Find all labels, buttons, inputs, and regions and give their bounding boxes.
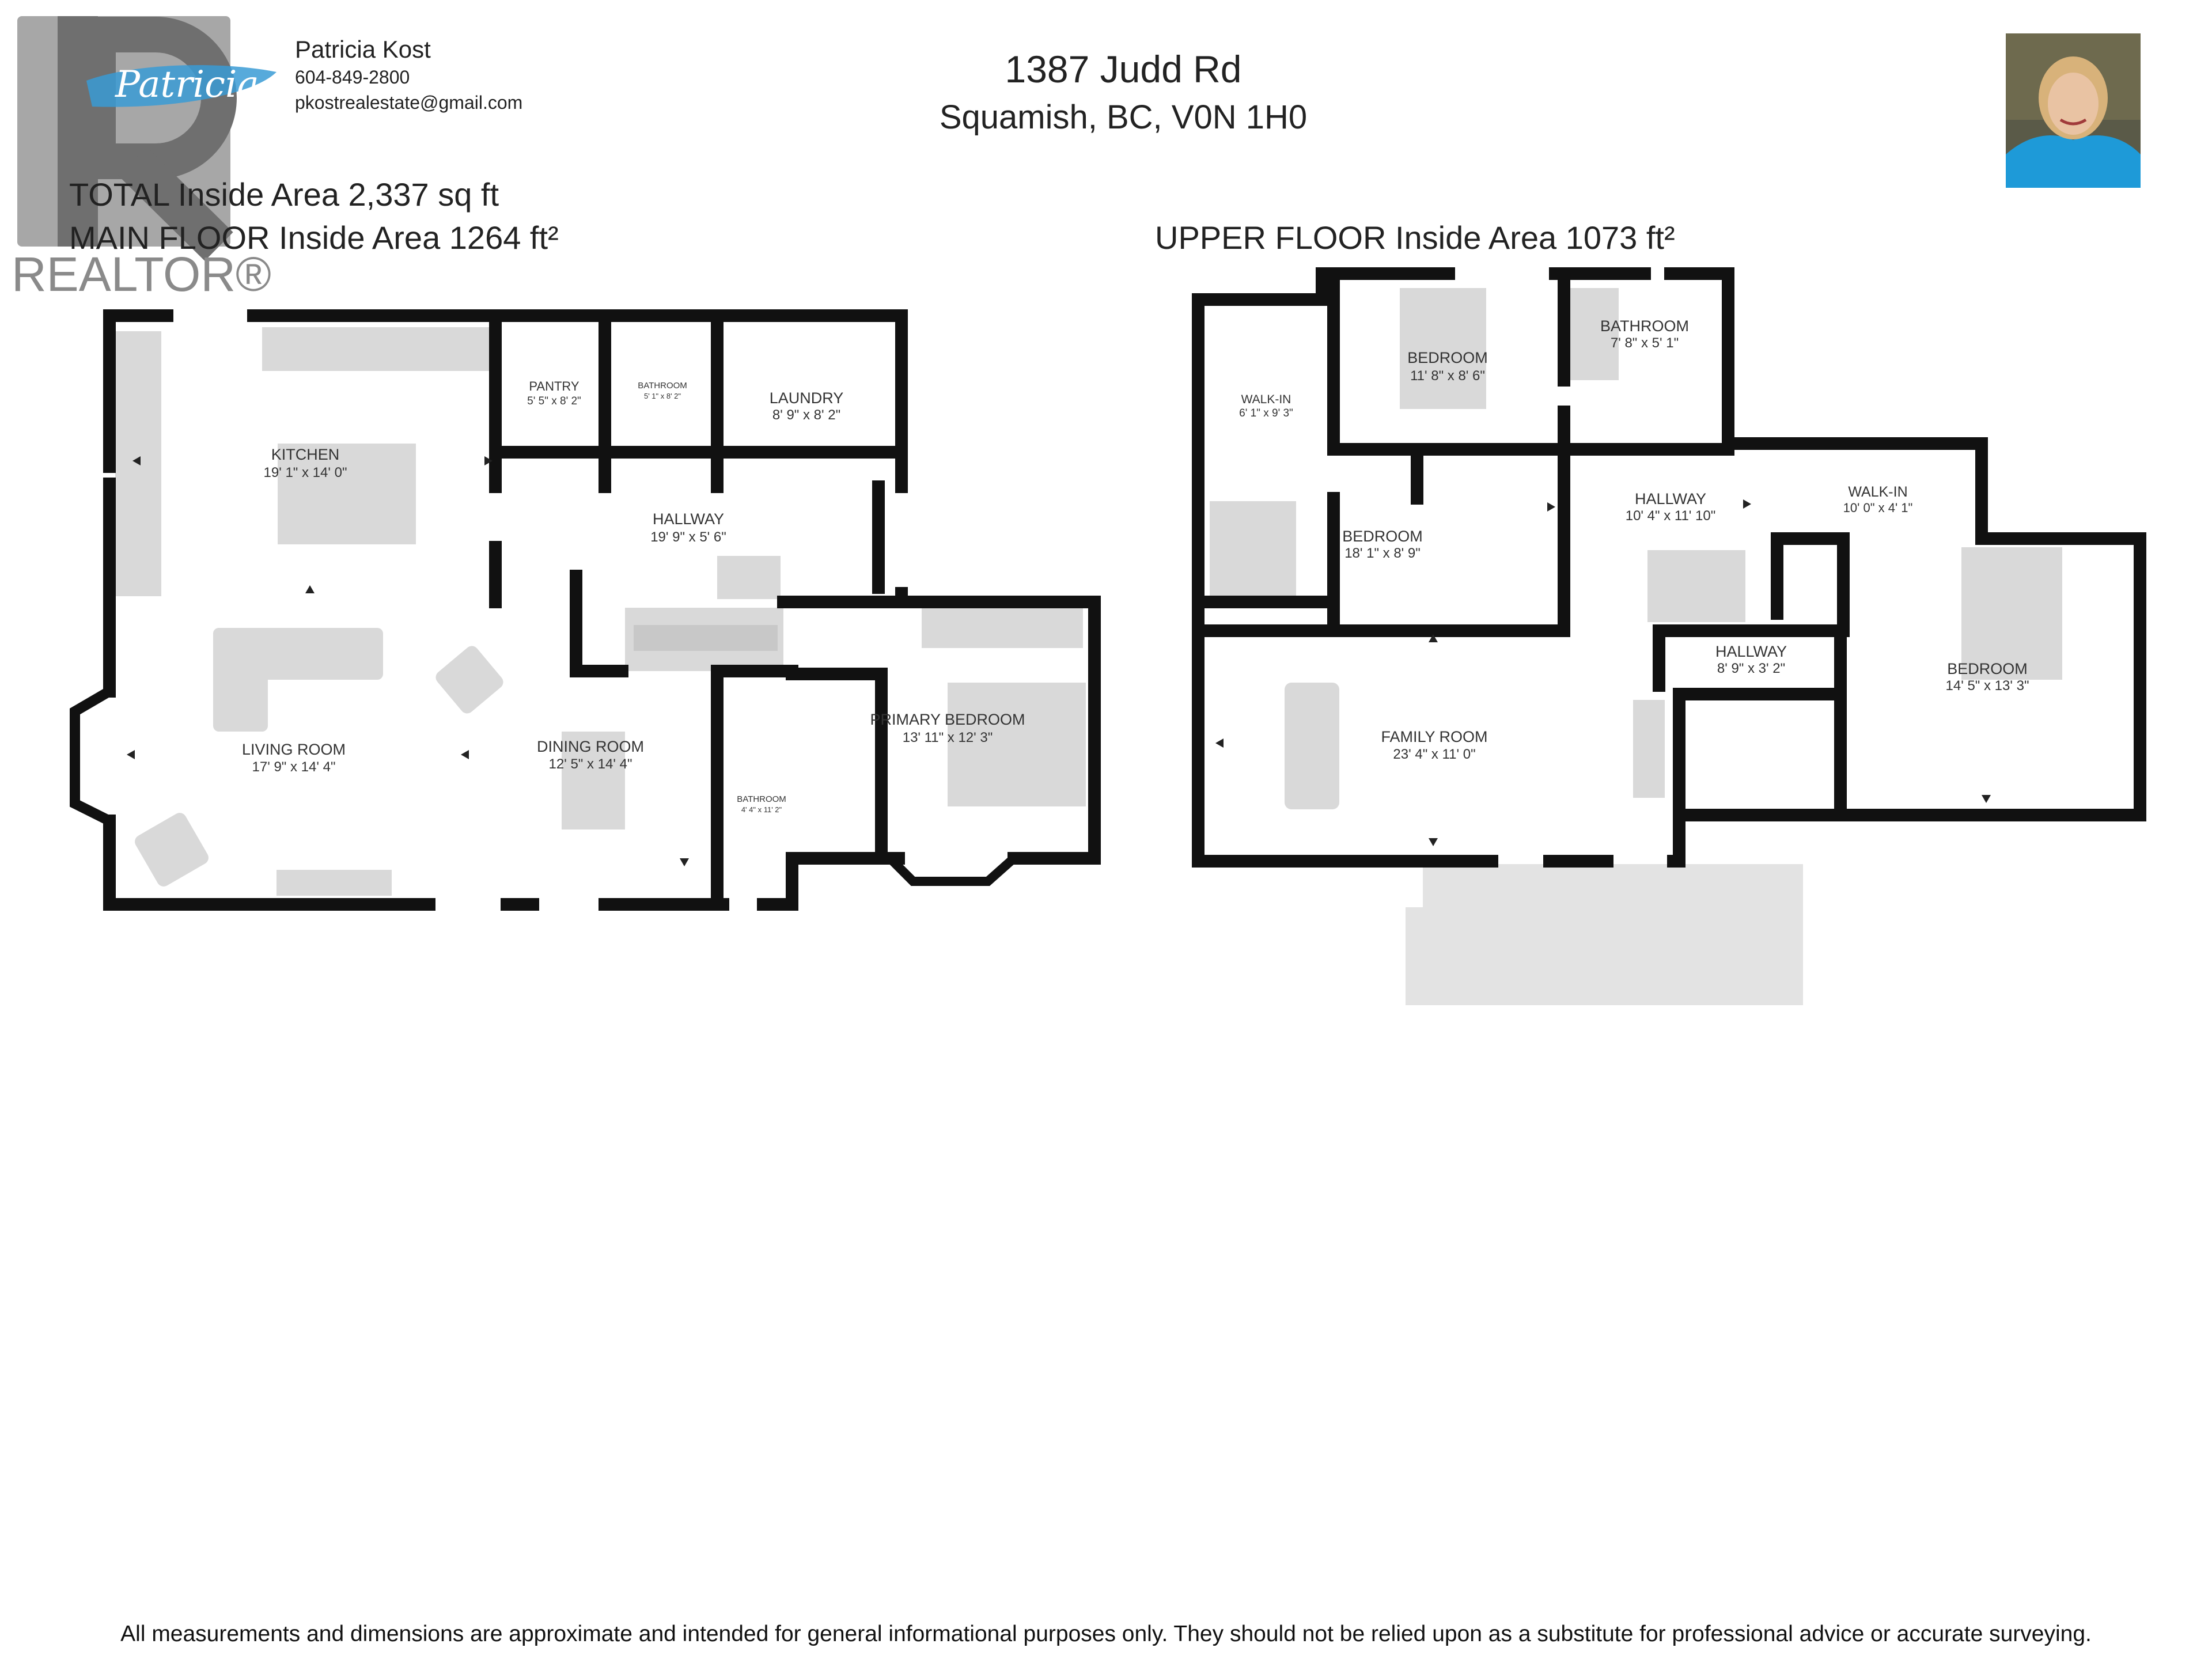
room-family-dim: 23' 4" x 11' 0" [1393, 747, 1475, 762]
room-bathroom-main-name: BATHROOM [638, 381, 687, 391]
room-bedroom-right-dim: 14' 5" x 13' 3" [1946, 678, 2029, 694]
room-kitchen-dim: 19' 1" x 14' 0" [264, 465, 347, 480]
room-bedroom-top-name: BEDROOM [1407, 349, 1488, 366]
room-living-name: LIVING ROOM [242, 741, 346, 758]
disclaimer-text: All measurements and dimensions are appr… [120, 1622, 2092, 1646]
room-pantry-name: PANTRY [529, 379, 579, 393]
room-bathroom-upper-dim: 7' 8" x 5' 1" [1611, 335, 1679, 351]
room-bathroom-small-name: BATHROOM [737, 794, 786, 804]
realtor-brand-text: REALTOR® [12, 247, 271, 300]
room-kitchen-name: KITCHEN [271, 446, 340, 463]
address-line-1: 1387 Judd Rd [1005, 48, 1242, 90]
room-primary-name: PRIMARY BEDROOM [870, 711, 1025, 728]
room-laundry-dim: 8' 9" x 8' 2" [772, 407, 840, 423]
room-laundry-name: LAUNDRY [770, 389, 844, 407]
upper-floor-area-label: UPPER FLOOR Inside Area 1073 ft² [1155, 219, 1675, 256]
room-bathroom-small-dim: 4' 4" x 11' 2" [741, 805, 782, 814]
room-hallway-upper-name: HALLWAY [1635, 490, 1706, 507]
room-hallway-dim: 19' 9" x 5' 6" [650, 529, 726, 545]
room-pantry-dim: 5' 5" x 8' 2" [527, 395, 581, 407]
main-floor-area-label: MAIN FLOOR Inside Area 1264 ft² [69, 219, 559, 256]
room-dining-name: DINING ROOM [537, 738, 644, 755]
room-living-dim: 17' 9" x 14' 4" [252, 759, 336, 775]
room-hallway-upper-dim: 10' 4" x 11' 10" [1626, 508, 1716, 524]
agent-photo [2006, 33, 2141, 188]
total-area-label: TOTAL Inside Area 2,337 sq ft [69, 176, 499, 213]
agent-name: Patricia Kost [295, 36, 431, 63]
agent-phone: 604-849-2800 [295, 67, 410, 88]
room-family-name: FAMILY ROOM [1381, 728, 1487, 745]
room-bathroom-main-dim: 5' 1" x 8' 2" [644, 392, 681, 400]
room-bedroom-left-dim: 18' 1" x 8' 9" [1344, 546, 1421, 561]
room-bedroom-left-name: BEDROOM [1342, 528, 1423, 545]
room-walkin-left-dim: 6' 1" x 9' 3" [1239, 407, 1293, 419]
room-hallway-small-name: HALLWAY [1715, 643, 1787, 660]
room-hallway-name: HALLWAY [653, 510, 724, 528]
room-walkin-right-dim: 10' 0" x 4' 1" [1843, 501, 1913, 515]
room-hallway-small-dim: 8' 9" x 3' 2" [1717, 661, 1785, 676]
room-bedroom-top-dim: 11' 8" x 8' 6" [1410, 368, 1485, 384]
room-walkin-left-name: WALK-IN [1241, 393, 1291, 406]
room-bedroom-right-name: BEDROOM [1947, 660, 2028, 677]
agent-email: pkostrealestate@gmail.com [295, 92, 523, 113]
address-line-2: Squamish, BC, V0N 1H0 [939, 99, 1308, 136]
room-walkin-right-name: WALK-IN [1848, 484, 1907, 500]
room-primary-dim: 13' 11" x 12' 3" [903, 730, 993, 745]
room-bathroom-upper-name: BATHROOM [1600, 317, 1689, 335]
realtor-r-logo: Patricia REALTOR® [12, 16, 276, 300]
room-dining-dim: 12' 5" x 14' 4" [549, 756, 632, 772]
logo-script-text: Patricia [115, 63, 259, 106]
